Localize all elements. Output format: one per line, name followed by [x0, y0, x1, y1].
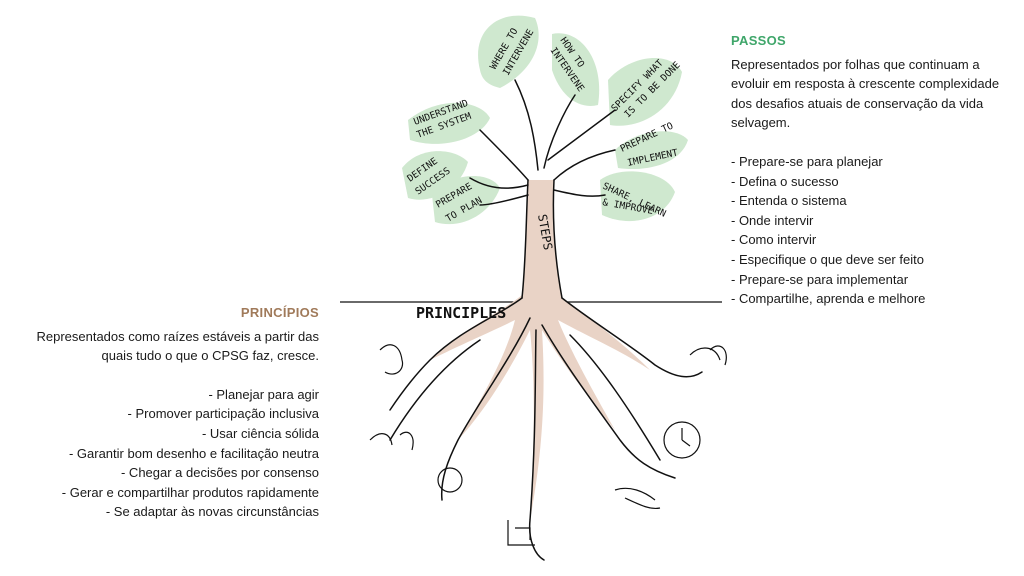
list-item: - Se adaptar às novas circunstâncias	[105, 504, 319, 520]
leaf-understand	[408, 102, 490, 144]
list-item: - Gerar e compartilhar produtos rapidame…	[61, 484, 319, 500]
leaf-share-learn	[600, 171, 675, 222]
principles-title: PRINCÍPIOS	[240, 305, 319, 320]
steps-list: - Prepare-se para planejar - Defina o su…	[731, 152, 1016, 309]
list-item: - Prepare-se para implementar	[731, 271, 909, 287]
leaf-how-to-intervene	[552, 33, 600, 106]
list-item: - Como intervir	[731, 232, 817, 248]
list-item: - Entenda o sistema	[731, 193, 847, 209]
steps-panel: PASSOS Representados por folhas que cont…	[731, 31, 1016, 309]
list-item: - Defina o sucesso	[731, 173, 839, 189]
leaves	[402, 15, 688, 225]
principles-panel: PRINCÍPIOS Representados como raízes est…	[19, 303, 319, 522]
root-doodles	[369, 344, 727, 546]
clock-icon	[663, 421, 701, 459]
list-item: - Prepare-se para planejar	[731, 153, 883, 169]
list-item: - Planejar para agir	[208, 386, 319, 402]
leaf-prepare-implement	[615, 131, 688, 170]
leaf-prepare-plan	[432, 175, 500, 225]
list-item: - Chegar a decisões por consenso	[120, 465, 319, 481]
trunk-label: STEPS	[535, 213, 555, 251]
ground-label: PRINCIPLES	[416, 304, 506, 322]
tree-trunk	[430, 180, 650, 520]
list-item: - Promover participação inclusiva	[127, 406, 319, 422]
tree-lines	[389, 79, 703, 561]
steps-description: Representados por folhas que continuam a…	[731, 56, 1000, 131]
list-item: - Garantir bom desenho e facilitação neu…	[68, 445, 319, 461]
list-item: - Compartilhe, aprenda e melhore	[731, 291, 926, 307]
leaf-where-to-intervene	[478, 15, 539, 89]
compass-icon	[437, 467, 463, 493]
principles-description: Representados como raízes estáveis a par…	[36, 328, 319, 364]
tree-illustration: WHERE TO INTERVENE HOW TO INTERVENE SPEC…	[340, 15, 727, 561]
principles-list: - Planejar para agir - Promover particip…	[19, 385, 319, 522]
leaf-specify	[608, 58, 682, 126]
list-item: - Usar ciência sólida	[201, 425, 319, 441]
leaf-define-success	[402, 151, 468, 200]
list-item: - Especifique o que deve ser feito	[731, 251, 924, 267]
list-item: - Onde intervir	[731, 212, 814, 228]
steps-title: PASSOS	[731, 33, 787, 48]
